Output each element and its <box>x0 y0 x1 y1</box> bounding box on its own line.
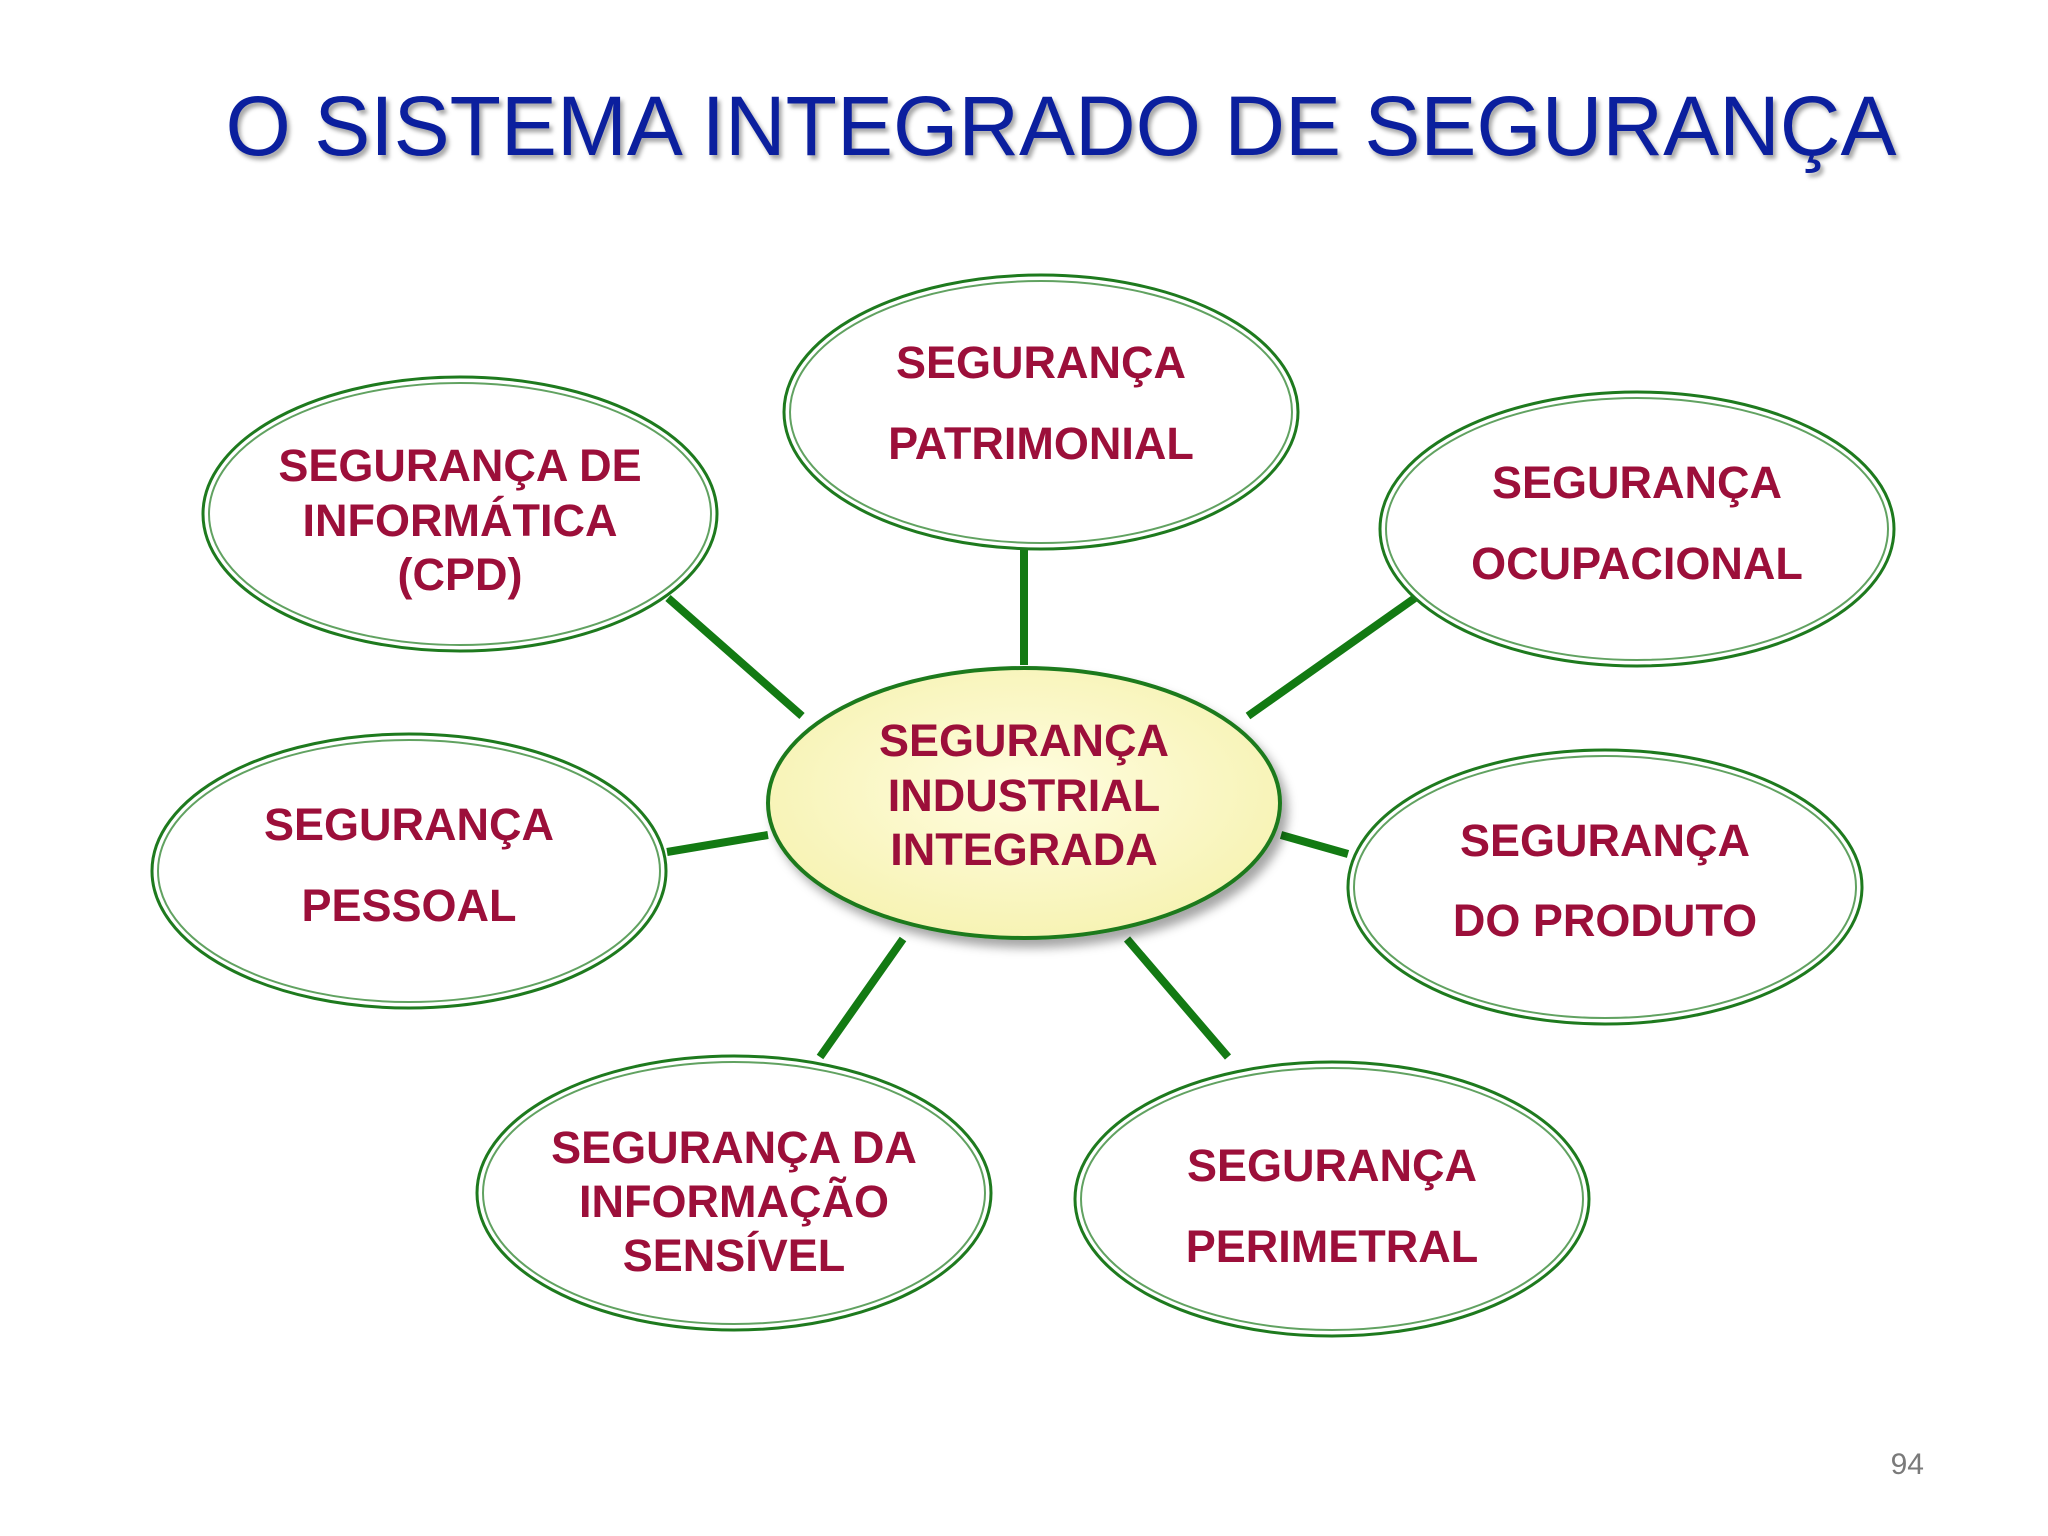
connector-ocupacional <box>1245 594 1418 720</box>
node-informacao-sensivel: SEGURANÇA DA INFORMAÇÃO SENSÍVEL <box>475 1054 993 1332</box>
node-ocupacional-line-2: OCUPACIONAL <box>1471 538 1803 589</box>
node-pessoal: SEGURANÇA PESSOAL <box>150 732 668 1010</box>
node-pessoal-outline <box>150 732 668 1010</box>
node-informatica-line-2: INFORMÁTICA <box>303 495 618 546</box>
node-informacao-sensivel-outline <box>475 1054 993 1332</box>
node-informacao-sensivel-outline-inner <box>482 1061 986 1325</box>
node-informatica-line-1: SEGURANÇA DE <box>278 440 641 491</box>
connector-informacao-sensivel <box>816 936 907 1060</box>
node-perimetral-outline-inner <box>1080 1067 1584 1331</box>
connector-perimetral <box>1123 936 1232 1060</box>
node-ocupacional-outline-inner <box>1385 397 1889 661</box>
node-ocupacional: SEGURANÇA OCUPACIONAL <box>1378 390 1896 668</box>
node-pessoal-line-1: SEGURANÇA <box>264 799 554 850</box>
node-informatica: SEGURANÇA DE INFORMÁTICA (CPD) <box>201 375 719 653</box>
node-patrimonial-line-2: PATRIMONIAL <box>888 418 1194 469</box>
node-patrimonial-line-1: SEGURANÇA <box>896 337 1186 388</box>
node-patrimonial-outline-inner <box>789 280 1293 544</box>
node-produto-outline-inner <box>1353 755 1857 1019</box>
hub-line-1: SEGURANÇA <box>879 715 1169 766</box>
node-informatica-outline <box>201 375 719 653</box>
node-perimetral: SEGURANÇA PERIMETRAL <box>1073 1060 1591 1338</box>
node-pessoal-line-2: PESSOAL <box>301 880 516 931</box>
hub-ellipse <box>766 666 1282 940</box>
node-ocupacional-outline <box>1378 390 1896 668</box>
hub-line-3: INTEGRADA <box>890 824 1158 875</box>
connectors <box>665 548 1418 1060</box>
node-produto: SEGURANÇA DO PRODUTO <box>1346 748 1864 1026</box>
node-informacao-sensivel-line-2: INFORMAÇÃO <box>579 1176 889 1227</box>
node-perimetral-line-1: SEGURANÇA <box>1187 1140 1477 1191</box>
node-produto-line-2: DO PRODUTO <box>1453 895 1757 946</box>
node-patrimonial-outline <box>782 273 1300 551</box>
node-produto-line-1: SEGURANÇA <box>1460 815 1750 866</box>
connector-produto <box>1279 831 1350 858</box>
node-ocupacional-line-1: SEGURANÇA <box>1492 457 1782 508</box>
node-informacao-sensivel-line-3: SENSÍVEL <box>623 1230 846 1281</box>
node-produto-outline <box>1346 748 1864 1026</box>
page-number: 94 <box>1890 1448 1924 1481</box>
connector-pessoal <box>666 831 769 856</box>
node-patrimonial: SEGURANÇA PATRIMONIAL <box>782 273 1300 551</box>
node-perimetral-outline <box>1073 1060 1591 1338</box>
hub-line-2: INDUSTRIAL <box>888 770 1160 821</box>
hub-node: SEGURANÇA INDUSTRIAL INTEGRADA <box>766 666 1282 940</box>
node-informacao-sensivel-line-1: SEGURANÇA DA <box>551 1122 917 1173</box>
slide-title: O SISTEMA INTEGRADO DE SEGURANÇA <box>225 79 1897 173</box>
node-pessoal-outline-inner <box>157 739 661 1003</box>
connector-informatica <box>665 594 805 720</box>
node-informatica-outline-inner <box>208 382 712 646</box>
node-perimetral-line-2: PERIMETRAL <box>1186 1221 1479 1272</box>
node-informatica-line-3: (CPD) <box>398 549 523 600</box>
